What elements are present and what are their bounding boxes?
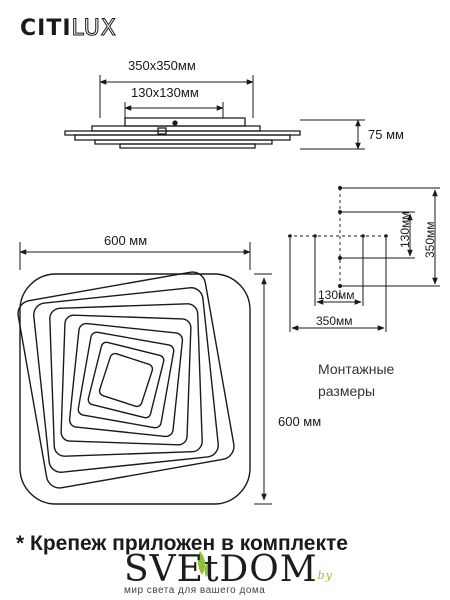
mounting-caption: Монтажные размеры [318,358,394,402]
watermark: SVEtDOMby [124,552,333,596]
top-outer-dimension: 350x350мм [128,58,196,73]
lamp-ring [17,271,235,489]
lamp-ring [98,352,154,408]
lamp-front-view [17,271,251,505]
mount-horizontal-small: 130мм [318,288,355,302]
lamp-ring [60,314,192,446]
brand-logo: CITILUX [20,16,117,42]
watermark-suffix: by [317,569,333,582]
top-inner-dimension: 130x130мм [131,85,199,100]
watermark-tagline: мир света для вашего дома [124,585,266,596]
mount-vertical-small: 130мм [398,211,412,248]
mount-vertical-large: 350мм [423,221,437,258]
mounting-caption-line2: размеры [318,383,376,399]
mounting-note: * Крепеж приложен в комплекте [16,532,348,555]
mounting-pattern [288,186,440,332]
depth-dimension: 600 мм [278,414,322,429]
mount-horizontal-large: 350мм [316,314,353,328]
mounting-caption-line1: Монтажные [318,361,395,377]
lamp-ring [49,303,203,457]
lamp-rings [17,271,235,489]
lamp-ring [33,287,219,473]
height-dimension: 75 мм [368,127,404,142]
brand-part1: CITI [20,16,72,41]
front-dimension-lines [19,242,272,505]
watermark-logo-mark [197,551,211,577]
top-dimension-lines [99,75,365,150]
lamp-ring [77,331,175,429]
watermark-name: SVEtDOM [124,549,318,590]
width-dimension: 600 мм [104,233,148,248]
brand-part2: LUX [71,16,117,42]
lamp-ring [87,341,165,419]
side-profile [64,117,301,149]
lamp-ring [68,322,184,438]
